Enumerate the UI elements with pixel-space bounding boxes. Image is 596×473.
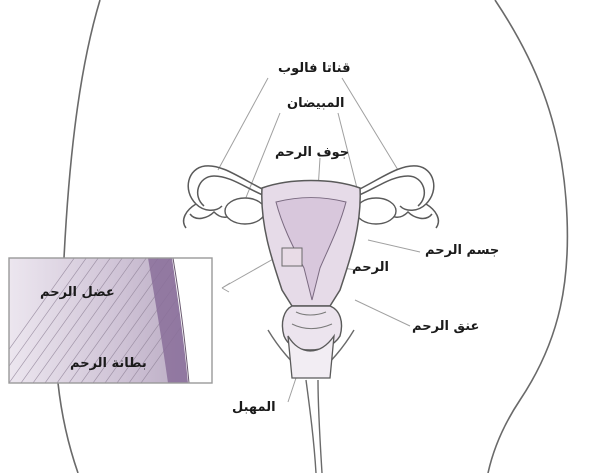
label-ovaries: المبيضان bbox=[287, 97, 344, 110]
section-marker bbox=[282, 248, 302, 266]
label-fallopian-tubes: قناتا فالوب bbox=[278, 62, 350, 75]
label-uterus: الرحم bbox=[352, 261, 389, 274]
label-cervix: عنق الرحم bbox=[412, 320, 479, 333]
label-vagina: المهبل bbox=[232, 401, 276, 414]
label-uterine-cavity: جوف الرحم bbox=[275, 146, 349, 159]
label-endometrium: بطانة الرحم bbox=[70, 357, 147, 370]
label-myometrium: عضل الرحم bbox=[40, 286, 115, 299]
label-uterine-body: جسم الرحم bbox=[425, 244, 499, 257]
